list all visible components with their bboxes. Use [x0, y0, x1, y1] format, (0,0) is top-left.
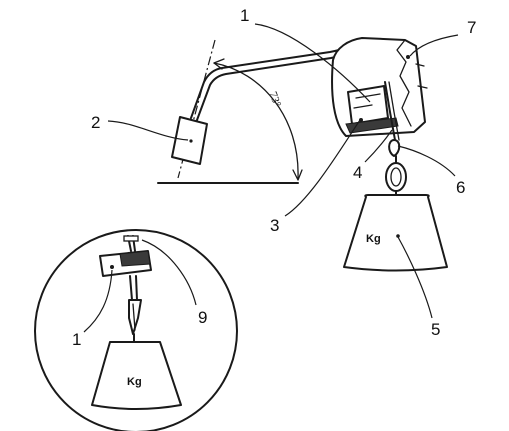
inset-load-cell — [99, 235, 152, 277]
label-1-inset: 1 — [72, 330, 81, 349]
load-cell-1 — [345, 85, 399, 134]
detail-inset: Kg — [34, 229, 238, 431]
label-5: 5 — [431, 320, 440, 339]
leader-2 — [107, 120, 189, 141]
inset-weight-label: Kg — [127, 376, 142, 388]
label-1-top: 1 — [240, 6, 249, 25]
label-9: 9 — [198, 308, 207, 327]
angle-arc — [213, 62, 299, 179]
leader-4 — [364, 129, 393, 163]
angle-label: 73° — [267, 90, 284, 109]
inset-hanger — [128, 275, 142, 343]
leader-3 — [284, 119, 361, 217]
leader-1-inset — [83, 269, 113, 333]
weight-5-label: Kg — [366, 233, 381, 245]
weight-5: Kg — [343, 194, 448, 272]
label-2: 2 — [91, 113, 100, 132]
label-4: 4 — [353, 163, 362, 182]
label-3: 3 — [270, 216, 279, 235]
leader-9 — [141, 239, 197, 306]
label-6: 6 — [456, 178, 465, 197]
leader-6 — [397, 145, 456, 177]
hook-assembly — [384, 81, 407, 196]
inset-weight: Kg — [91, 341, 182, 410]
leader-5 — [397, 236, 433, 319]
label-7: 7 — [467, 18, 476, 37]
leader-7 — [409, 34, 459, 57]
leader-1-top — [254, 23, 371, 103]
angle-arrow-bottom — [292, 169, 303, 181]
sensor-2 — [171, 116, 208, 165]
